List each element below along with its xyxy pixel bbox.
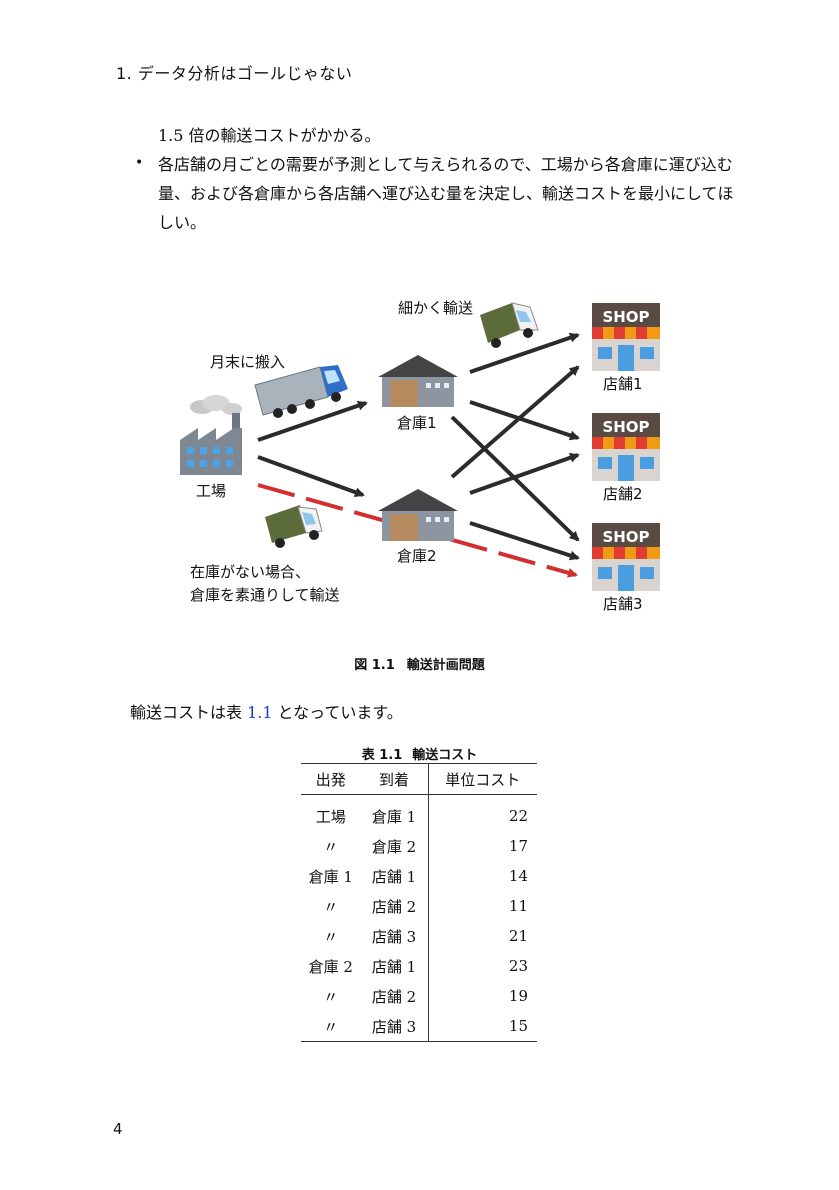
label-warehouse2: 倉庫2: [397, 547, 437, 565]
warehouse1-icon: [378, 355, 458, 407]
cell-cost: 17: [427, 831, 537, 861]
table-reference-link[interactable]: 1.1: [247, 703, 273, 722]
small-truck-bottom-icon: [265, 505, 323, 548]
label-store1: 店舗1: [603, 375, 643, 393]
figure-caption-title: 輸送計画問題: [406, 658, 485, 673]
cell-origin: 〃: [323, 927, 339, 946]
store3-icon: SHOP: [592, 523, 660, 591]
arrow-factory-warehouse1: [257, 400, 368, 442]
label-store2: 店舗2: [603, 485, 643, 503]
small-truck-top-icon: [480, 302, 539, 348]
reference-before: 輸送コストは表: [130, 703, 248, 722]
table-caption-title: 輸送コスト: [412, 748, 478, 763]
cell-origin: 〃: [323, 837, 339, 856]
header-unit-cost: 単位コスト: [427, 763, 537, 795]
cell-origin: 〃: [323, 1017, 339, 1036]
cell-destination: 店舗 2: [371, 897, 417, 916]
shop-sign-2: SHOP: [602, 418, 649, 436]
cell-destination: 店舗 3: [371, 927, 417, 946]
cell-origin: 〃: [323, 987, 339, 1006]
cell-origin: 〃: [323, 897, 339, 916]
header-destination: 到着: [379, 770, 410, 789]
arrow-w1-s2: [469, 400, 580, 441]
cell-destination: 倉庫 1: [371, 807, 417, 826]
figure-caption: 図 1.1 輸送計画問題: [0, 654, 839, 673]
table-header-row: 出発 到着 単位コスト: [301, 763, 537, 795]
reference-sentence: 輸送コストは表 1.1 となっています。: [130, 699, 403, 723]
chapter-header: 1. データ分析はゴールじゃない: [116, 64, 353, 83]
label-no-stock-1: 在庫がない場合、: [190, 563, 311, 581]
factory-icon: [180, 395, 242, 475]
table-caption: 表 1.1 輸送コスト: [0, 744, 839, 763]
label-factory: 工場: [196, 482, 227, 500]
cell-cost: 11: [427, 891, 537, 921]
table-row: 〃 倉庫 2 17: [301, 831, 537, 861]
bullet-text: 各店舗の月ごとの需要が予測として与えられるので、工場から各倉庫に運び込む量、およ…: [158, 155, 734, 232]
cell-destination: 店舗 3: [371, 1017, 417, 1036]
cell-cost: 23: [427, 951, 537, 981]
store1-icon: SHOP: [592, 303, 660, 371]
header-origin: 出発: [315, 770, 346, 789]
cell-cost: 15: [427, 1011, 537, 1042]
reference-after: となっています。: [272, 703, 403, 722]
cell-cost: 14: [427, 861, 537, 891]
cell-cost: 21: [427, 921, 537, 951]
arrow-w2-s2: [469, 452, 580, 495]
table-caption-number: 表 1.1: [361, 748, 403, 763]
big-truck-icon: [254, 365, 348, 418]
arrow-w2-s3: [469, 521, 580, 561]
label-no-stock-2: 倉庫を素通りして輸送: [190, 586, 340, 604]
shop-sign-3: SHOP: [602, 528, 649, 546]
table-row: 倉庫 1 店舗 1 14: [301, 861, 537, 891]
transport-figure: SHOP SHOP SHOP 細かく輸送 月末に搬入 店舗1 倉庫1 工場: [160, 285, 680, 630]
cell-origin: 倉庫 1: [308, 867, 353, 886]
label-warehouse1: 倉庫1: [397, 414, 437, 432]
label-fine-delivery: 細かく輸送: [398, 299, 474, 317]
arrow-w1-s1: [469, 332, 580, 374]
table-row: 〃 店舗 3 21: [301, 921, 537, 951]
bullet-dot-icon: •: [135, 155, 144, 171]
continuation-text: 1.5 倍の輸送コストがかかる。: [158, 126, 381, 145]
label-month-end: 月末に搬入: [210, 353, 286, 371]
cell-destination: 店舗 1: [371, 957, 417, 976]
table-row: 倉庫 2 店舗 1 23: [301, 951, 537, 981]
table-row: 〃 店舗 3 15: [301, 1011, 537, 1042]
cell-destination: 店舗 1: [371, 867, 417, 886]
cell-origin: 工場: [315, 807, 346, 826]
transport-diagram: SHOP SHOP SHOP: [180, 302, 660, 591]
label-store3: 店舗3: [603, 595, 643, 613]
arrow-w2-s1: [450, 365, 580, 479]
cell-destination: 店舗 2: [371, 987, 417, 1006]
shop-sign-1: SHOP: [602, 308, 649, 326]
cell-origin: 倉庫 2: [308, 957, 353, 976]
cell-cost: 22: [427, 794, 537, 831]
store2-icon: SHOP: [592, 413, 660, 481]
table-row: 〃 店舗 2 19: [301, 981, 537, 1011]
table-row: 工場 倉庫 1 22: [301, 794, 537, 831]
table-row: 〃 店舗 2 11: [301, 891, 537, 921]
cell-cost: 19: [427, 981, 537, 1011]
warehouse2-icon: [378, 489, 458, 541]
arrow-factory-warehouse2: [257, 455, 365, 497]
cell-destination: 倉庫 2: [371, 837, 417, 856]
figure-caption-number: 図 1.1: [354, 658, 395, 673]
page-number: 4: [113, 1120, 123, 1138]
